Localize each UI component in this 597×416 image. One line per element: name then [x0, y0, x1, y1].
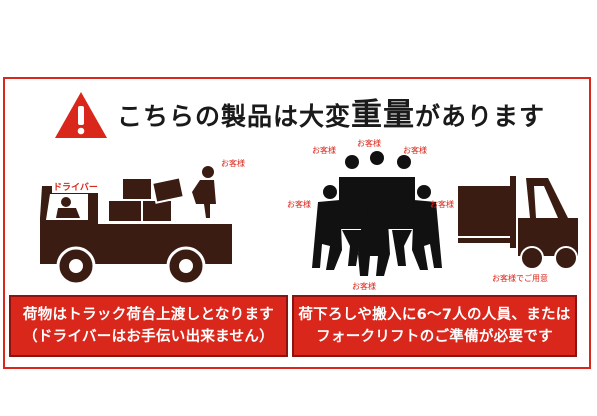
carry-label-1: お客様 — [312, 146, 336, 155]
carry-label-4: お客様 — [287, 200, 311, 209]
warning-triangle-icon — [55, 92, 107, 138]
carry-label-5: お客様 — [430, 200, 454, 209]
delivery-notice-line1: 荷物はトラック荷台上渡しとなります — [22, 307, 275, 323]
delivery-notice-line2: （ドライバーはお手伝い出来ません） — [23, 329, 274, 345]
carry-label-3: お客様 — [403, 146, 427, 155]
title-part1: こちらの製品は大変 — [117, 102, 352, 131]
truck-illustration — [40, 166, 232, 286]
title-part2: があります — [415, 102, 546, 131]
carry-label-6: お客様 — [352, 282, 376, 291]
title-emphasis: 重量 — [351, 97, 416, 133]
driver-label: ドライバー — [52, 180, 99, 193]
forklift-label: お客様でご用意 — [492, 274, 548, 283]
delivery-notice-box: 荷物はトラック荷台上渡しとなります （ドライバーはお手伝い出来ません） — [9, 295, 288, 357]
forklift-illustration — [458, 176, 578, 270]
staffing-notice-line2: フォークリフトのご準備が必要です — [316, 329, 553, 345]
truck-customer-label: お客様 — [221, 159, 245, 168]
carrying-people-illustration — [312, 151, 442, 276]
staffing-notice-line1: 荷下ろしや搬入に6～7人の人員、または — [298, 307, 571, 323]
page-title: こちらの製品は大変重量があります — [117, 95, 545, 137]
staffing-notice-box: 荷下ろしや搬入に6～7人の人員、または フォークリフトのご準備が必要です — [292, 295, 577, 357]
carry-label-2: お客様 — [357, 139, 381, 148]
